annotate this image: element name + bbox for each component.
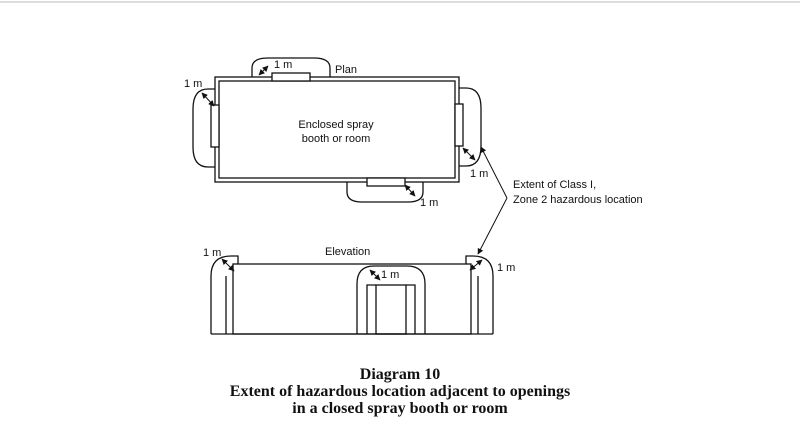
elevation-center-zone-inner (366, 284, 376, 334)
elevation-title: Elevation (325, 246, 370, 258)
plan-room-label-line1: Enclosed spray (298, 119, 374, 131)
elevation-center-zone-inner-right (406, 284, 416, 334)
elevation-left-dim-arrow (221, 258, 235, 272)
callout-text-line1: Extent of Class I, (513, 179, 596, 191)
callout-leader-plan (480, 146, 508, 199)
plan-right-dim-arrow (462, 147, 476, 161)
elevation-view (210, 255, 494, 335)
plan-room-label-line2: booth or room (302, 133, 370, 145)
plan-bottom-dim-arrow (404, 184, 416, 197)
plan-right-hazard-zone (459, 87, 482, 167)
elevation-center-dim-label: 1 m (381, 269, 399, 281)
plan-top-opening (271, 72, 311, 82)
elevation-dimension-arrows (221, 258, 483, 281)
plan-bottom-dim-label: 1 m (420, 197, 438, 209)
caption-title: Diagram 10 (360, 366, 440, 383)
plan-bottom-hazard-zone (346, 182, 424, 203)
plan-top-dim-arrow (258, 65, 269, 76)
plan-dimension-arrows (201, 65, 476, 197)
plan-right-opening (454, 103, 464, 147)
plan-view (192, 57, 482, 203)
elevation-door (375, 284, 407, 335)
caption-line2: Extent of hazardous location adjacent to… (230, 383, 570, 400)
elevation-right-dim-label: 1 m (497, 262, 515, 274)
elevation-building (232, 263, 472, 335)
elevation-right-hazard-zone (465, 255, 494, 334)
elevation-center-hazard-zone (356, 265, 426, 334)
elevation-center-dim-arrow (369, 269, 381, 281)
plan-left-dim-arrow (201, 92, 215, 107)
callout-leaders (477, 146, 508, 255)
plan-title: Plan (335, 64, 357, 76)
elevation-right-dim-arrow (469, 259, 483, 271)
plan-left-hazard-zone (192, 88, 215, 168)
plan-bottom-opening (366, 177, 406, 187)
callout-leader-elevation (477, 197, 508, 255)
plan-top-hazard-zone (251, 57, 331, 77)
plan-top-dim-label: 1 m (274, 59, 292, 71)
elevation-left-dim-label: 1 m (203, 247, 221, 259)
plan-left-opening (210, 104, 220, 148)
callout-text-line2: Zone 2 hazardous location (513, 194, 643, 206)
caption-line3: in a closed spray booth or room (292, 400, 508, 417)
elevation-left-hazard-zone (210, 255, 239, 334)
plan-right-dim-label: 1 m (470, 168, 488, 180)
plan-left-dim-label: 1 m (184, 78, 202, 90)
